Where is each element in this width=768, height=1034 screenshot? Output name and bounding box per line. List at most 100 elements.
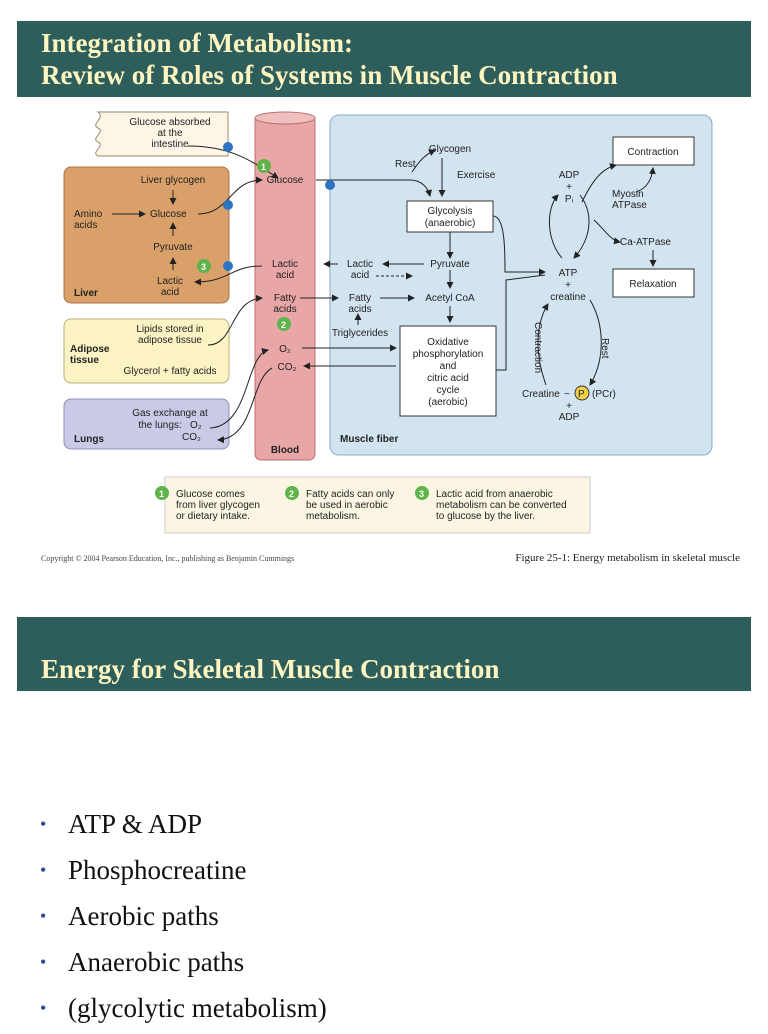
atp-label: + (565, 280, 571, 291)
myosin-label: Myosin (612, 189, 644, 200)
adipose-region (63, 318, 230, 384)
ca-atpase-label: Ca-ATPase (620, 237, 671, 248)
transporter-dot (223, 142, 233, 152)
adp2-label: ADP (559, 412, 580, 423)
acetyl-coa-label: Acetyl CoA (425, 293, 475, 304)
oxidative-box (399, 325, 497, 417)
arrow-glucose-glycogen (411, 149, 436, 173)
liver-pyruvate-label: Pyruvate (153, 242, 193, 253)
contraction-vertical-label: Contraction (532, 322, 543, 373)
lungs-gas-label: Gas exchange at (132, 408, 208, 419)
blood-label: Blood (271, 445, 299, 456)
svg-text:3: 3 (201, 262, 206, 272)
blood-fatty-label: Fatty (274, 293, 296, 304)
myosin-label: ATPase (612, 200, 647, 211)
oxidative-label: phosphorylation (413, 349, 484, 360)
slide1-title-banner: Integration of Metabolism: Review of Rol… (17, 21, 751, 97)
slide2-title-banner: Energy for Skeletal Muscle Contraction (17, 617, 751, 691)
adipose-lipids-label: adipose tissue (138, 335, 202, 346)
metabolism-diagram: 1 3 2 Glucose absorbed at the intestine … (63, 111, 713, 534)
liver-glycogen-label: Liver glycogen (141, 175, 205, 186)
arrow-glucose-glycolysis (316, 179, 432, 197)
arrow-oxidative-atp (496, 274, 546, 371)
svg-text:or dietary intake.: or dietary intake. (176, 511, 250, 522)
lungs-gas-label: the lungs: (138, 420, 181, 431)
bullet-dot: • (40, 952, 47, 972)
figure-caption: Figure 25-1: Energy metabolism in skelet… (515, 552, 740, 564)
legend-item-2: 2 Fatty acids can only be used in aerobi… (285, 486, 394, 522)
bullet-item: •Aerobic paths (40, 896, 327, 942)
muscle-fatty-label: Fatty (349, 293, 371, 304)
oxidative-label: cycle (437, 385, 460, 396)
slide2-title: Energy for Skeletal Muscle Contraction (41, 654, 500, 684)
arrow-lungs-o2 (209, 348, 269, 429)
atp-label: creatine (550, 292, 586, 303)
relaxation-box-label: Relaxation (629, 279, 676, 290)
creatine-label: Creatine (522, 389, 560, 400)
liver-lactic-label: acid (161, 287, 179, 298)
intestine-label: at the (157, 128, 182, 139)
oxidative-label: (aerobic) (428, 397, 467, 408)
intestine-label: intestine (151, 139, 189, 150)
rest-label: Rest (395, 159, 416, 170)
arrow-glycolysis-atp (492, 215, 546, 276)
adp-label: ADP (559, 170, 580, 181)
bullet-list: •ATP & ADP •Phosphocreatine •Aerobic pat… (40, 804, 327, 1034)
badge-2: 2 (277, 317, 291, 331)
svg-text:1: 1 (159, 489, 164, 499)
slide1-title-line1: Integration of Metabolism: (41, 28, 353, 58)
blood-fatty-label: acids (273, 304, 296, 315)
bullet-dot: • (40, 814, 47, 834)
blood-lactic-label: acid (276, 270, 294, 281)
arrow-atp-adp (548, 194, 563, 259)
contraction-box-label: Contraction (627, 147, 678, 158)
bullet-item: •ATP & ADP (40, 804, 327, 850)
arrow-co2-lungs (217, 367, 273, 444)
blood-o2-label: O₂ (279, 344, 291, 355)
relaxation-box (612, 268, 695, 298)
badge-3: 3 (197, 259, 211, 273)
svg-text:3: 3 (419, 489, 424, 499)
muscle-fatty-label: acids (348, 304, 371, 315)
lungs-o2-label: O₂ (190, 420, 202, 431)
bullet-dot: • (40, 860, 47, 880)
atp-label: ATP (559, 268, 578, 279)
legend-item-1: 1 Glucose comes from liver glycogen or d… (155, 486, 260, 522)
adipose-label: Adipose (70, 344, 110, 355)
amino-acids-label: Amino (74, 209, 103, 220)
arrow-blood-lactic-liver (194, 265, 263, 286)
contraction-box (612, 136, 695, 166)
svg-text:metabolism can be converted: metabolism can be converted (436, 500, 567, 511)
intestine-label: Glucose absorbed (129, 117, 210, 128)
lungs-co2-label: CO₂ (182, 432, 201, 443)
muscle-fiber-label: Muscle fiber (340, 434, 398, 445)
svg-text:be used in aerobic: be used in aerobic (306, 500, 388, 511)
liver-label: Liver (74, 288, 98, 299)
bullet-item: •(glycolytic metabolism) (40, 988, 327, 1034)
arrow-adipose-blood (207, 294, 263, 346)
arrow-atp-creatine (589, 299, 602, 386)
slide1-title-line2: Review of Roles of Systems in Muscle Con… (41, 60, 618, 90)
intestine-shape (95, 111, 229, 157)
transporter-dot (223, 261, 233, 271)
bullet-dot: • (40, 906, 47, 926)
blood-co2-label: CO₂ (278, 362, 297, 373)
svg-text:~: ~ (564, 389, 570, 400)
adipose-label: tissue (70, 355, 99, 366)
blood-lactic-label: Lactic (272, 259, 298, 270)
rest-vertical-label: Rest (599, 338, 610, 359)
pyruvate-label: Pyruvate (430, 259, 470, 270)
liver-glucose-label: Glucose (150, 209, 187, 220)
arrow-pcr-atp (537, 303, 549, 386)
arrow-atp-caatpase (593, 219, 621, 245)
adp-label: + (566, 182, 572, 193)
svg-text:2: 2 (289, 489, 294, 499)
copyright-text: Copyright © 2004 Pearson Education, Inc.… (41, 554, 295, 563)
legend-item-3: 3 Lactic acid from anaerobic metabolism … (415, 486, 567, 522)
adp-label: Pᵢ (565, 194, 574, 205)
oxidative-label: and (440, 361, 457, 372)
oxidative-label: citric acid (427, 373, 469, 384)
arrow-atp-myosin (581, 163, 617, 203)
muscle-lactic-label: Lactic (347, 259, 373, 270)
bullet-item: •Anaerobic paths (40, 942, 327, 988)
